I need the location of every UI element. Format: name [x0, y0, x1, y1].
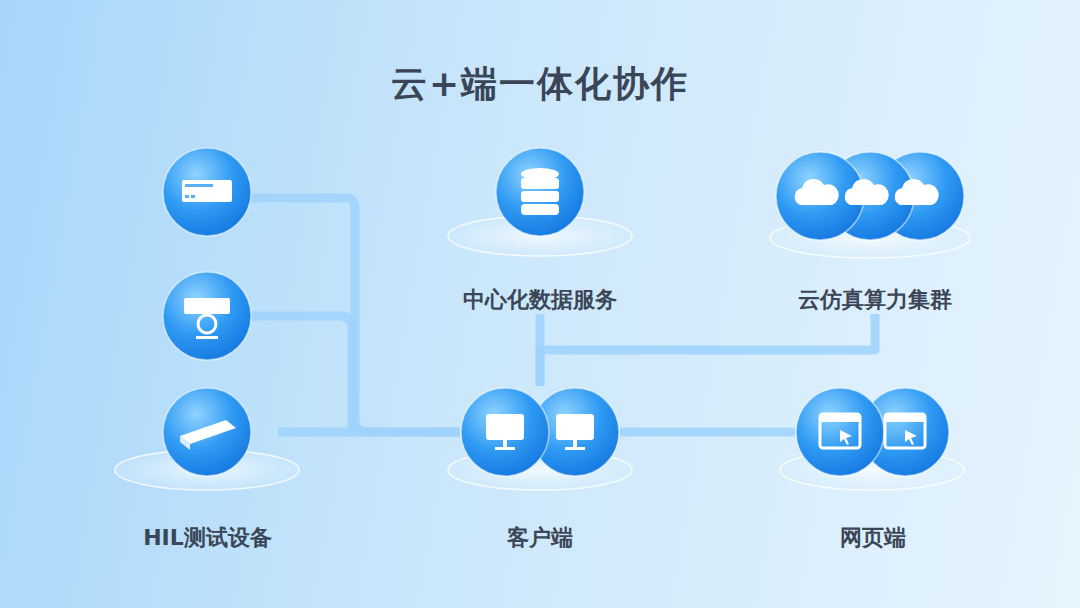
diagram-title: 云+端一体化协作	[0, 60, 1080, 109]
icon-node: 客户端	[460, 386, 620, 552]
wire	[250, 198, 460, 432]
icon-node: 网页端	[795, 386, 950, 552]
node-label: 网页端	[795, 524, 950, 552]
platform	[115, 216, 970, 490]
node-label: HIL测试设备	[137, 524, 278, 552]
node-label: 客户端	[460, 524, 620, 552]
icon-node: 中心化数据服务	[430, 140, 650, 314]
node-label: 中心化数据服务	[430, 286, 650, 314]
connector	[278, 428, 460, 437]
icon-node: HIL测试设备	[137, 386, 278, 552]
connector	[540, 314, 875, 386]
node-label: 云仿真算力集群	[755, 286, 995, 314]
icon-node: 云仿真算力集群	[755, 142, 995, 314]
connector	[620, 428, 795, 437]
